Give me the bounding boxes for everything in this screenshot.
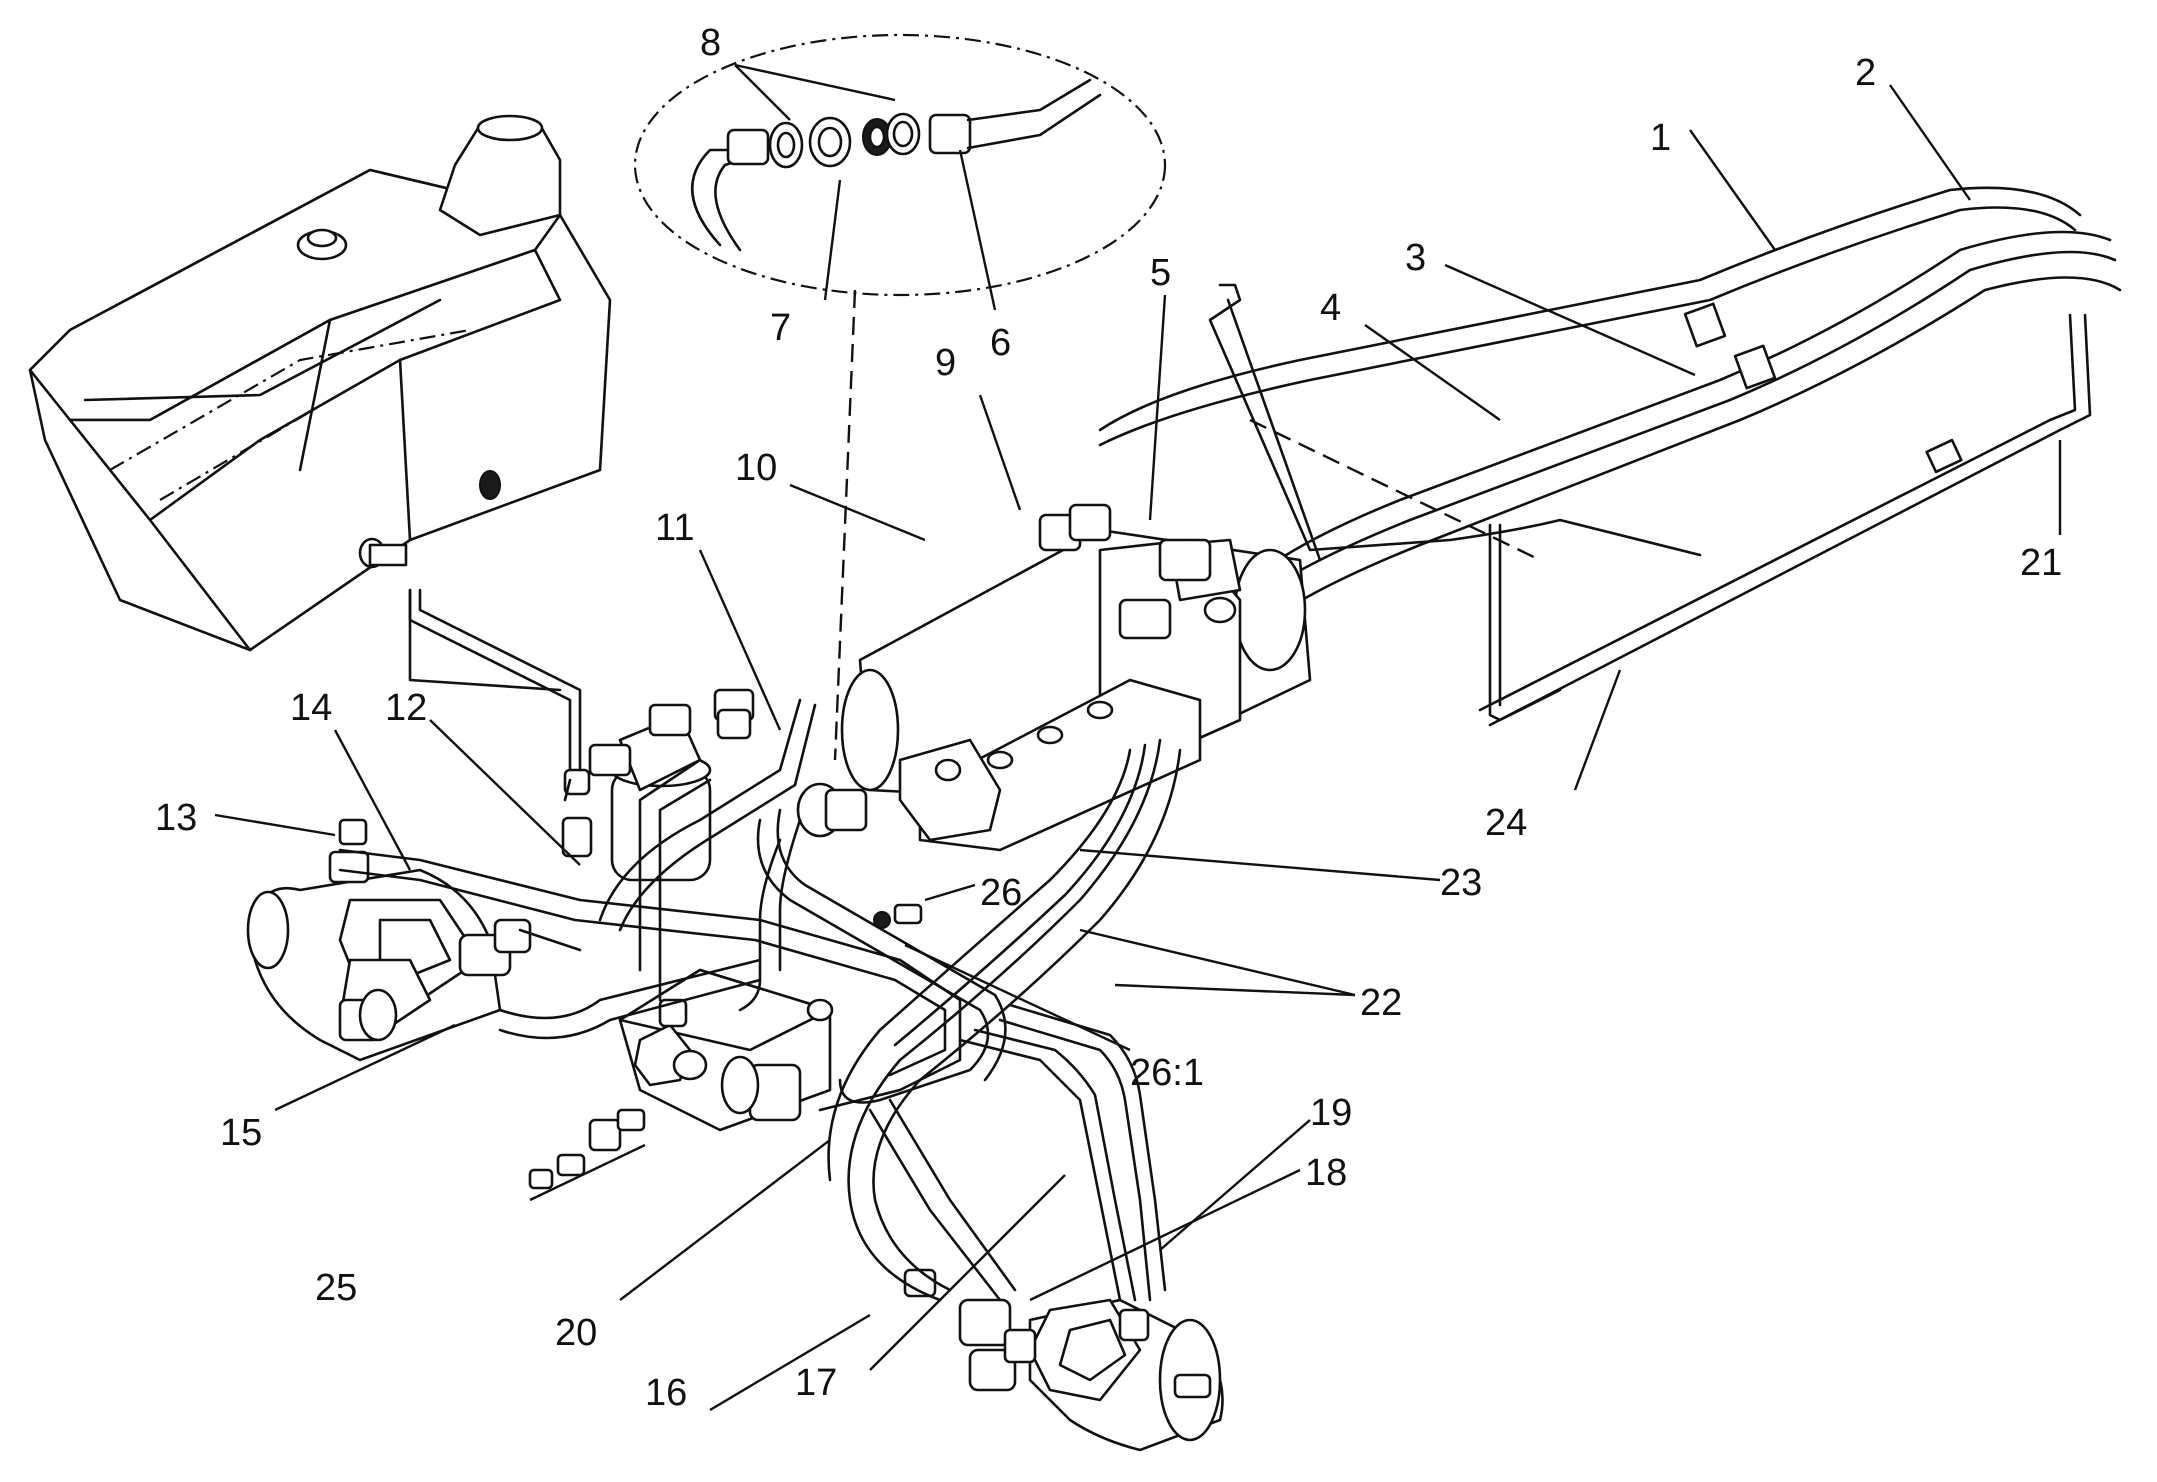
callout-labels: 1 2 3 4 5 6 7 8 9 10 11 12 13 14 15 16 1… bbox=[155, 22, 2062, 1414]
callout-2: 2 bbox=[1855, 52, 1876, 94]
filter-assembly bbox=[408, 588, 755, 882]
callout-21: 21 bbox=[2020, 542, 2062, 584]
callout-4: 4 bbox=[1320, 287, 1341, 329]
callout-11: 11 bbox=[655, 507, 694, 549]
callout-14: 14 bbox=[290, 687, 332, 729]
callout-13: 13 bbox=[155, 797, 197, 839]
callout-16: 16 bbox=[645, 1372, 687, 1414]
callout-25: 25 bbox=[315, 1267, 357, 1309]
callout-22: 22 bbox=[1360, 982, 1402, 1024]
callout-10: 10 bbox=[735, 447, 777, 489]
right-hydraulic-pump bbox=[903, 1268, 1224, 1452]
connecting-pipes bbox=[338, 289, 1182, 1302]
callout-9: 9 bbox=[935, 342, 956, 384]
callout-12: 12 bbox=[385, 687, 427, 729]
pipe-bundle bbox=[1098, 186, 2122, 727]
callout-24: 24 bbox=[1485, 802, 1527, 844]
callout-23: 23 bbox=[1440, 862, 1482, 904]
left-hydraulic-pump bbox=[246, 818, 532, 1062]
control-valve-assembly bbox=[796, 503, 1312, 852]
callout-1: 1 bbox=[1650, 117, 1671, 159]
callout-15: 15 bbox=[220, 1112, 262, 1154]
callout-19: 19 bbox=[1310, 1092, 1352, 1134]
callout-20: 20 bbox=[555, 1312, 597, 1354]
distribution-block bbox=[618, 968, 834, 1132]
callout-5: 5 bbox=[1150, 252, 1171, 294]
callout-17: 17 bbox=[795, 1362, 837, 1404]
leader-lines bbox=[214, 63, 2062, 1412]
hydraulic-tank bbox=[28, 114, 612, 652]
callout-3: 3 bbox=[1405, 237, 1426, 279]
callout-26: 26 bbox=[980, 872, 1022, 914]
callout-6: 6 bbox=[990, 322, 1011, 364]
callout-7: 7 bbox=[770, 307, 791, 349]
callout-18: 18 bbox=[1305, 1152, 1347, 1194]
callout-8: 8 bbox=[700, 22, 721, 64]
seal-detail-inset bbox=[633, 33, 1167, 297]
callout-26-1: 26:1 bbox=[1130, 1052, 1204, 1094]
